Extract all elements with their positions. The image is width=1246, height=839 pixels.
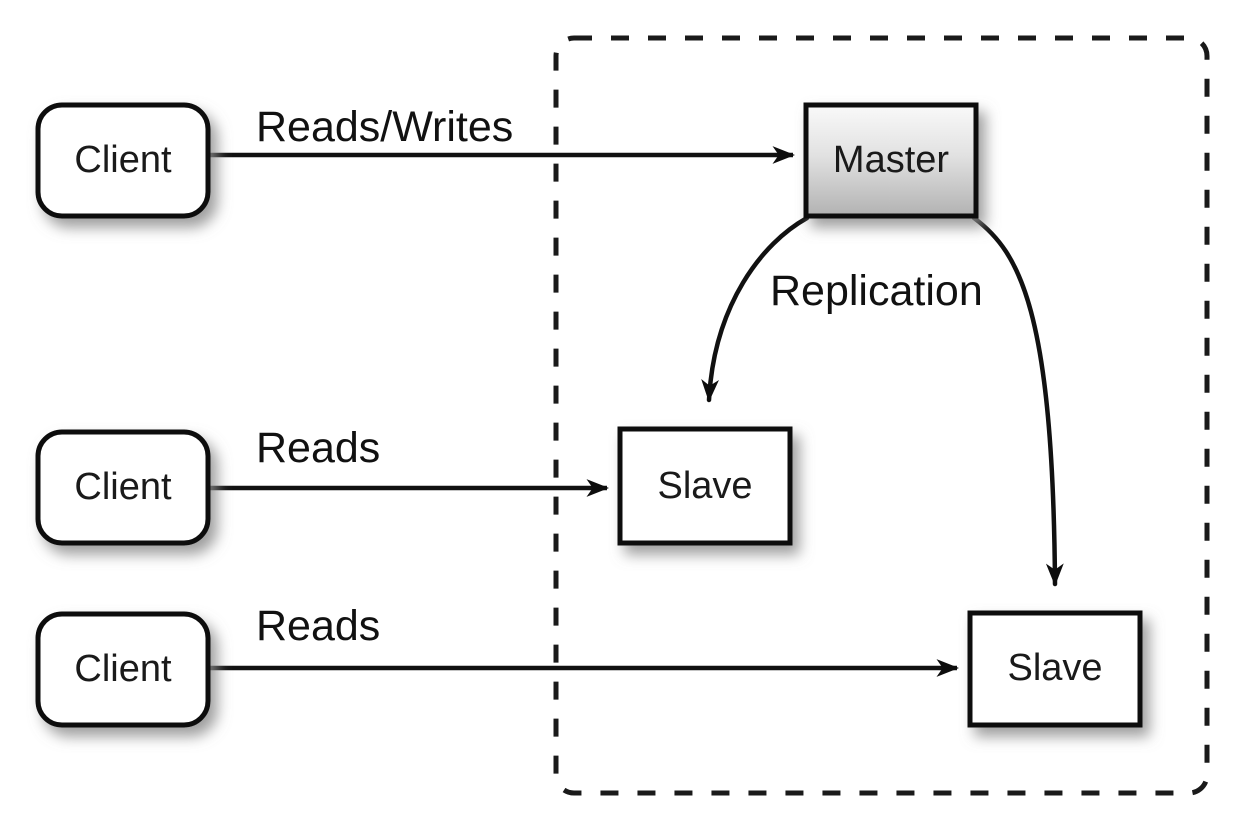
client-2-box[interactable] [35, 429, 211, 546]
node-client-2[interactable]: Client [35, 429, 211, 546]
node-slave-2[interactable]: Slave [967, 610, 1143, 728]
edge-master-slave1 [701, 215, 810, 403]
edge-label-replication: Replication [770, 267, 983, 315]
client-1-label: Client [74, 139, 172, 181]
client-3-box[interactable] [35, 611, 211, 728]
edge-label-reads-lower: Reads [256, 602, 380, 650]
slave-1-label: Slave [657, 465, 752, 507]
node-slave-1[interactable]: Slave [617, 426, 793, 546]
slave-1-box[interactable] [617, 426, 793, 546]
slave-2-label: Slave [1007, 647, 1102, 689]
replication-boundary [553, 35, 1210, 796]
edge-label-reads-upper: Reads [256, 424, 380, 472]
slave-2-box[interactable] [967, 610, 1143, 728]
edge-label-reads-writes: Reads/Writes [256, 103, 513, 151]
edge-curve [971, 215, 1064, 587]
client-3-label: Client [74, 648, 172, 690]
master-label: Master [833, 139, 949, 181]
client-2-label: Client [74, 466, 172, 508]
client-1-box[interactable] [35, 102, 211, 219]
edge-curve [701, 215, 810, 403]
node-client-1[interactable]: Client [35, 102, 211, 219]
master-box[interactable] [803, 102, 979, 219]
node-client-3[interactable]: Client [35, 611, 211, 728]
node-master[interactable]: Master [803, 102, 979, 219]
edge-master-slave2 [971, 215, 1064, 587]
